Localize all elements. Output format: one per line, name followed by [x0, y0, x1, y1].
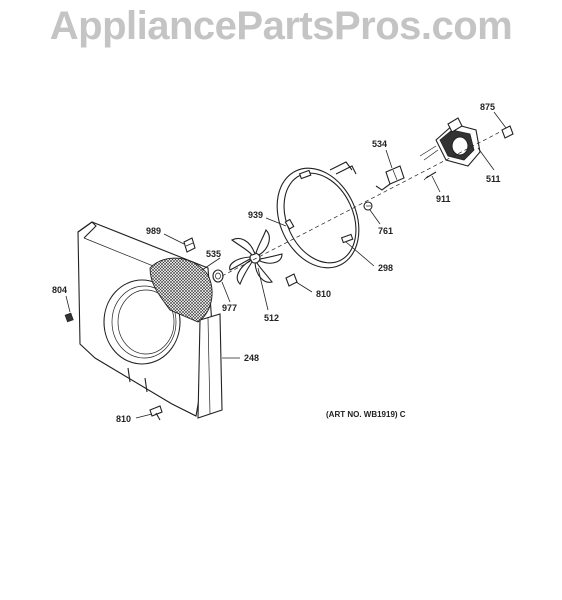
- callout-535: 535: [206, 249, 221, 259]
- mesh-screen: [149, 257, 213, 323]
- callout-810-bottom: 810: [116, 414, 131, 424]
- pin-911: [423, 171, 437, 181]
- callout-810-ring: 810: [316, 289, 331, 299]
- nut-977: [212, 269, 224, 283]
- watermark-logo: AppliancePartsPros.com: [49, 4, 513, 48]
- bracket-534: [375, 165, 405, 191]
- callout-939: 939: [248, 210, 263, 220]
- callout-977: 977: [222, 303, 237, 313]
- screw-875: [501, 125, 514, 139]
- callout-512: 512: [264, 313, 279, 323]
- callout-911: 911: [436, 194, 451, 204]
- callout-804: 804: [52, 285, 67, 295]
- callout-298: 298: [378, 263, 393, 273]
- motor: [419, 117, 481, 167]
- screw-810-ring: [285, 273, 298, 287]
- callout-989: 989: [146, 226, 161, 236]
- callout-761: 761: [378, 226, 393, 236]
- screw-810-bottom: [149, 405, 163, 421]
- fan-blade: [229, 229, 283, 285]
- art-number: (ART NO. WB1919) C: [326, 410, 406, 419]
- callout-511: 511: [486, 174, 501, 184]
- screw-804: [64, 312, 74, 323]
- callout-248: 248: [244, 353, 259, 363]
- shaft-centerline: [221, 131, 501, 277]
- ring-element: [276, 161, 360, 269]
- screw-761: [363, 201, 373, 211]
- clip-989: [183, 237, 196, 253]
- callout-875: 875: [480, 102, 495, 112]
- callout-534: 534: [372, 139, 387, 149]
- leader-lines: [65, 111, 507, 419]
